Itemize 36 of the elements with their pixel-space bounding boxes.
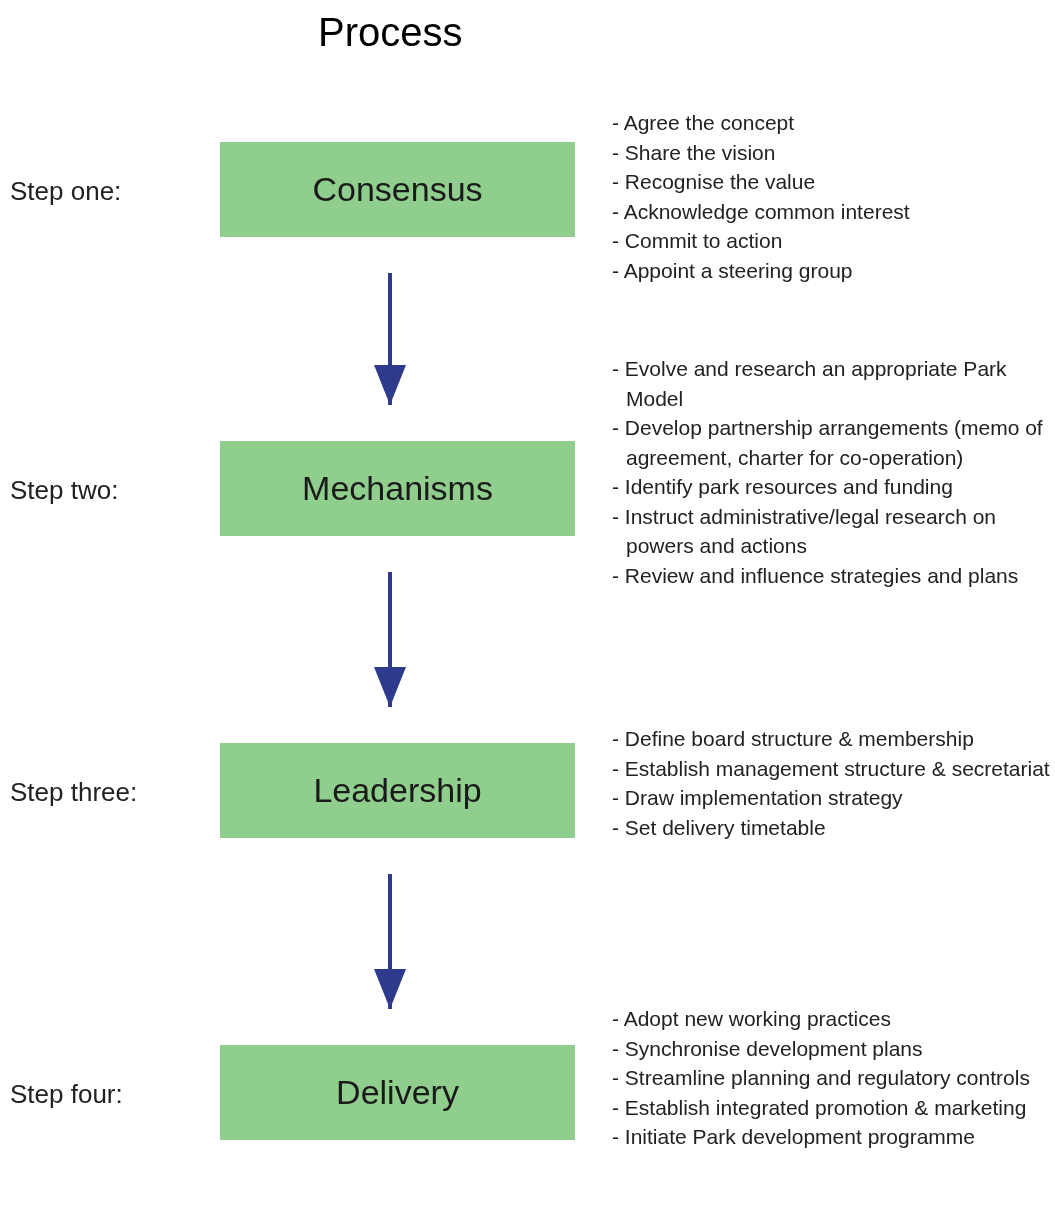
step-box [220,142,575,237]
bullet-item: - Appoint a steering group [612,257,854,284]
bullet-item: - Evolve and research an appropriate Park Model [612,356,1008,412]
bullet-item: - Review and influence strategies and plans [612,562,1020,589]
bullet-item: - Acknowledge common interest [612,198,911,225]
bullet-item: - Identify park resources and funding [612,474,954,500]
step-box [220,743,575,838]
bullet-item: - Commit to action [612,228,784,254]
bullet-item: - Establish integrated promotion & marketing [612,1094,1028,1121]
bullet-item: - Define board structure & membership [612,726,975,752]
diagram-title: Process [318,9,463,56]
step-label: Step one: [10,175,122,208]
bullet-item: - Adopt new working practices [612,1006,892,1032]
step-label: Step four: [10,1078,123,1111]
step-title: Mechanisms [302,468,493,509]
bullet-item: - Establish management structure & secretariat [612,755,1051,782]
bullet-item: - Develop partnership arrangements (memo of agreement, charter for co-operation) [612,415,1044,471]
step-label: Step two: [10,474,119,507]
step-title: Leadership [313,770,482,811]
bullet-item: - Agree the concept [612,110,796,136]
bullet-item: - Recognise the value [612,169,817,195]
bullet-item: - Set delivery timetable [612,814,827,841]
bullet-item: - Draw implementation strategy [612,785,904,811]
step-title: Delivery [336,1072,459,1113]
step-box [220,1045,575,1140]
down-arrow [374,273,406,405]
step-box [220,441,575,536]
bullet-item: - Synchronise development plans [612,1035,924,1062]
step-label: Step three: [10,776,138,809]
bullet-item: - Streamline planning and regulatory controls [612,1065,1031,1091]
down-arrow [374,874,406,1009]
bullet-item: - Share the vision [612,139,777,166]
bullet-item: - Initiate Park development programme [612,1124,976,1150]
step-title: Consensus [312,169,483,210]
down-arrow [374,572,406,707]
bullet-item: - Instruct administrative/legal research on powers and actions [612,503,997,559]
